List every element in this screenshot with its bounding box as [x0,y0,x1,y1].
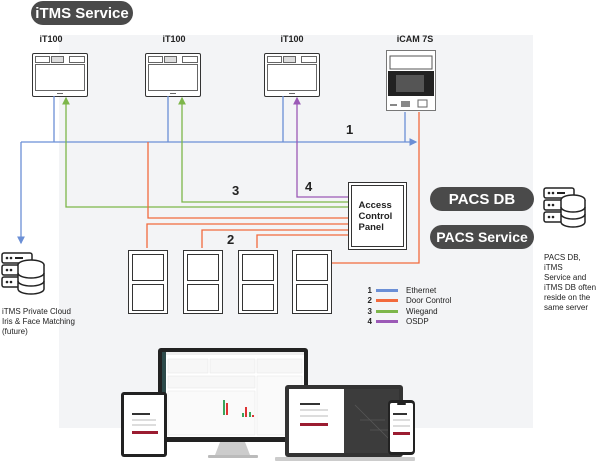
legend-item-ethernet: 1 Ethernet [362,285,451,296]
access-control-panel: Access Control Panel [348,182,407,250]
icam7s-camera-icon [386,50,436,111]
legend-item-door-control: 2 Door Control [362,296,452,307]
acp-label-line-2: Control [358,210,393,222]
legend-swatch-osdp [376,320,398,324]
door-control-wires [146,112,420,264]
it100-reader-icon [145,53,201,97]
legend-swatch-wiegand [376,309,398,313]
osdp-wires [293,96,348,198]
device-label-it100-3: iT100 [280,34,304,44]
legend-label: Ethernet [406,285,437,295]
cloud-database-server-icon [1,252,45,295]
ethernet-wires [17,96,418,245]
smartphone-icon [388,400,415,455]
legend-swatch-ethernet [376,288,398,292]
wire-number-osdp: 4 [305,179,313,194]
pacs-service-pill: PACS Service [430,225,534,249]
cloud-note-line: Iris & Face Matching [2,317,75,326]
itms-service-pill: iTMS Service [31,1,133,25]
pacs-db-pill: PACS DB [430,187,534,211]
cloud-note-line: (future) [2,327,28,336]
wiegand-reader-2 [178,96,348,203]
acp-label-line-3: Panel [358,221,384,233]
server-note: PACS DB, iTMS Service and iTMS DB often … [544,253,600,313]
door-control-bus [147,142,348,219]
device-label-it100-2: iT100 [162,34,186,44]
tablet-icon [121,392,167,457]
wire-number-door: 2 [227,232,235,247]
legend-num: 3 [367,306,372,316]
wire-legend: 1 Ethernet 2 Door Control 3 Wiegand 4 OS… [362,285,452,328]
it100-reader-icon [32,53,88,97]
door-control-door-1 [146,223,348,248]
door-icon [128,250,168,314]
legend-num: 4 [367,317,372,327]
door-control-door-2 [201,229,348,248]
server-note-line: same server [544,303,589,312]
door-icon [292,250,332,314]
door-icon [238,250,278,314]
legend-item-wiegand: 3 Wiegand [362,306,451,317]
server-note-line: PACS DB, iTMS [544,253,581,272]
server-note-line: iTMS DB often [544,283,597,292]
cloud-note-line: iTMS Private Cloud [2,307,71,316]
legend-item-osdp: 4 OSDP [362,317,451,328]
legend-label: Wiegand [406,306,438,316]
door-control-door-3 [256,234,348,248]
legend-label: Door Control [406,296,452,306]
door-icon [183,250,223,314]
desktop-monitor-icon [158,348,308,458]
wiegand-wires [62,96,348,208]
server-note-line: Service and [544,273,587,282]
wiegand-reader-1 [62,96,348,208]
it100-reader-icon [264,53,320,97]
legend-swatch-door-control [376,299,398,303]
door-control-camera-door-4 [332,112,420,264]
device-label-icam7s: iCAM 7S [396,34,434,44]
server-note-line: reside on the [544,293,591,302]
osdp-reader-3 [293,96,348,198]
device-label-it100-1: iT100 [39,34,63,44]
legend-num: 1 [367,285,372,295]
legend-label: OSDP [406,317,429,327]
acp-label-line-1: Access [358,199,392,211]
wire-number-ethernet: 1 [346,122,354,137]
database-server-icon [543,187,586,228]
cloud-note: iTMS Private Cloud Iris & Face Matching … [2,307,75,337]
multi-device-dashboard-icon [121,348,415,461]
laptop-icon [275,385,415,461]
legend-num: 2 [367,296,372,306]
wire-number-wiegand: 3 [232,183,240,198]
